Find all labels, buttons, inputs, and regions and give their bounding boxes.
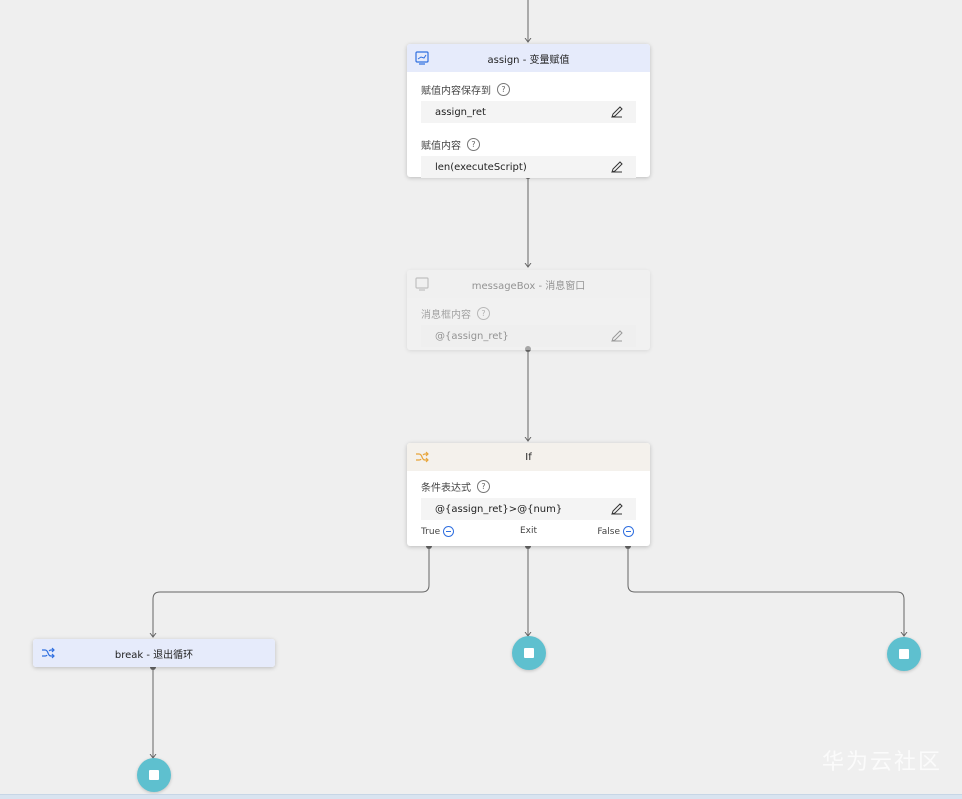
help-icon[interactable]: ? (497, 83, 510, 96)
help-icon[interactable]: ? (467, 138, 480, 151)
if-condition-label: 条件表达式 (421, 483, 471, 494)
edit-pencil-icon[interactable] (610, 329, 624, 343)
edit-pencil-icon[interactable] (610, 105, 624, 119)
if-node-title: If (525, 451, 532, 463)
end-node-false[interactable] (887, 637, 921, 671)
branch-exit-label: Exit (520, 526, 538, 536)
monitor-icon (415, 277, 429, 291)
assign-target-label: 赋值内容保存到 (421, 86, 491, 97)
messagebox-content-label: 消息框内容 (421, 310, 471, 321)
connector-false-end (627, 546, 904, 636)
break-node-title: break - 退出循环 (114, 649, 194, 661)
monitor-icon (415, 51, 429, 65)
if-condition-field[interactable]: @{assign_ret}>@{num} (421, 498, 636, 520)
collapse-minus-icon[interactable] (443, 526, 455, 537)
assign-content-value: len(executeScript) (435, 161, 527, 173)
edit-pencil-icon[interactable] (610, 160, 624, 174)
assign-target-field[interactable]: assign_ret (421, 101, 636, 123)
messagebox-content-label-row: 消息框内容 ? (421, 306, 636, 321)
break-node-header[interactable]: break - 退出循环 (33, 639, 275, 667)
help-icon[interactable]: ? (477, 480, 490, 493)
end-node-break[interactable] (137, 758, 171, 792)
connector-true-break (153, 546, 430, 637)
if-branch-row: True Exit False (407, 526, 650, 540)
collapse-minus-icon[interactable] (623, 526, 634, 537)
shuffle-icon (416, 451, 429, 463)
if-node[interactable]: If 条件表达式 ? @{assign_ret}>@{num} True Exi… (407, 443, 650, 546)
messagebox-node[interactable]: messageBox - 消息窗口 消息框内容 ? @{assign_ret} (407, 270, 650, 350)
watermark-text: 华为云社区 (821, 750, 942, 775)
assign-content-label: 赋值内容 (421, 141, 461, 152)
branch-false[interactable]: False (597, 526, 634, 537)
messagebox-content-field[interactable]: @{assign_ret} (421, 325, 636, 347)
branch-false-label: False (597, 526, 620, 537)
if-node-header[interactable]: If (407, 443, 650, 471)
edit-pencil-icon[interactable] (610, 502, 624, 516)
messagebox-node-header[interactable]: messageBox - 消息窗口 (407, 270, 650, 298)
if-condition-value: @{assign_ret}>@{num} (435, 503, 563, 515)
assign-node-title: assign - 变量赋值 (487, 54, 570, 66)
assign-node-header[interactable]: assign - 变量赋值 (407, 44, 650, 72)
messagebox-node-title: messageBox - 消息窗口 (471, 280, 586, 292)
bottom-scrollbar[interactable] (0, 794, 962, 799)
branch-true-label: True (421, 526, 441, 537)
assign-target-label-row: 赋值内容保存到 ? (421, 82, 636, 97)
shuffle-icon (42, 647, 55, 659)
break-node[interactable]: break - 退出循环 (33, 639, 275, 667)
branch-true[interactable]: True (421, 526, 455, 537)
assign-target-value: assign_ret (435, 106, 486, 118)
if-condition-label-row: 条件表达式 ? (421, 479, 636, 494)
branch-exit[interactable]: Exit (520, 526, 537, 536)
assign-node[interactable]: assign - 变量赋值 赋值内容保存到 ? assign_ret 赋值内容 … (407, 44, 650, 178)
port-msg-out (525, 346, 531, 352)
assign-content-field[interactable]: len(executeScript) (421, 156, 636, 178)
help-icon[interactable]: ? (477, 307, 490, 320)
assign-content-label-row: 赋值内容 ? (421, 137, 636, 152)
end-node-exit[interactable] (512, 636, 546, 670)
messagebox-content-value: @{assign_ret} (435, 330, 509, 342)
